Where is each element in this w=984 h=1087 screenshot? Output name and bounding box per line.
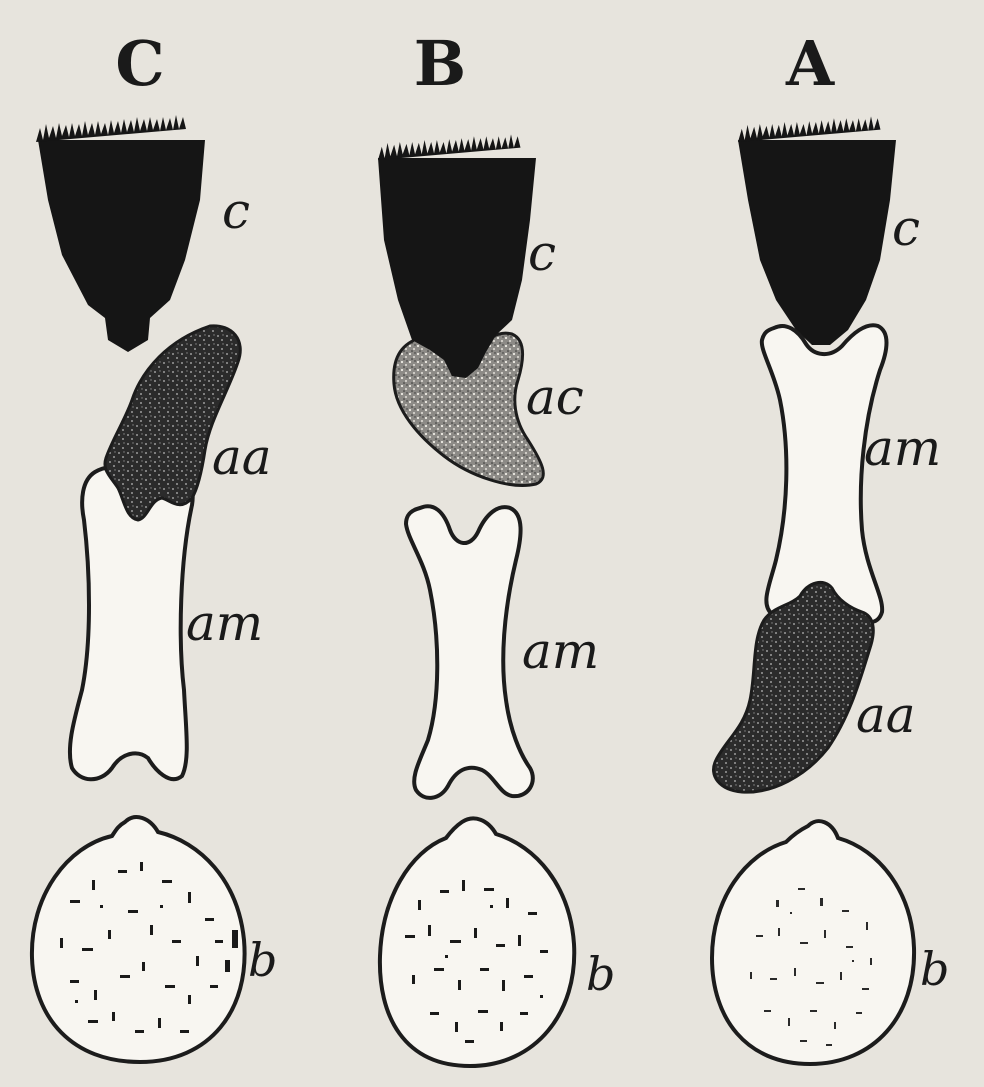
column-b: B ac c am b xyxy=(378,27,615,1066)
lower-segment-label: am xyxy=(522,622,599,680)
middle-segment-label: aa xyxy=(212,428,272,486)
top-segment-label: c xyxy=(528,224,556,282)
bottom-segment-label: b xyxy=(586,947,615,1001)
column-c: C c am aa xyxy=(32,27,278,1062)
bottom-segment-label: b xyxy=(920,942,949,996)
bottom-segment-shape xyxy=(32,817,245,1062)
lower-segment-label: am xyxy=(186,594,263,652)
middle-segment-shape xyxy=(105,326,240,520)
top-segment-label: c xyxy=(222,182,250,240)
middle-segment-label: am xyxy=(864,419,941,477)
bottom-segment-shape xyxy=(380,818,574,1066)
top-segment-label: c xyxy=(892,199,920,257)
column-letter: B xyxy=(414,27,466,100)
bottom-segment-label: b xyxy=(248,933,277,987)
lower-segment-shape xyxy=(406,506,533,798)
lower-segment-shape xyxy=(714,582,874,792)
top-segment-shape xyxy=(738,140,896,345)
lower-segment-label: aa xyxy=(856,686,916,744)
column-letter: C xyxy=(115,27,164,100)
column-a: A c am aa b xyxy=(712,27,949,1064)
top-segment-shape xyxy=(38,140,205,352)
middle-segment-label: ac xyxy=(526,368,584,426)
column-letter: A xyxy=(785,27,835,100)
bottom-segment-shape xyxy=(712,821,914,1064)
